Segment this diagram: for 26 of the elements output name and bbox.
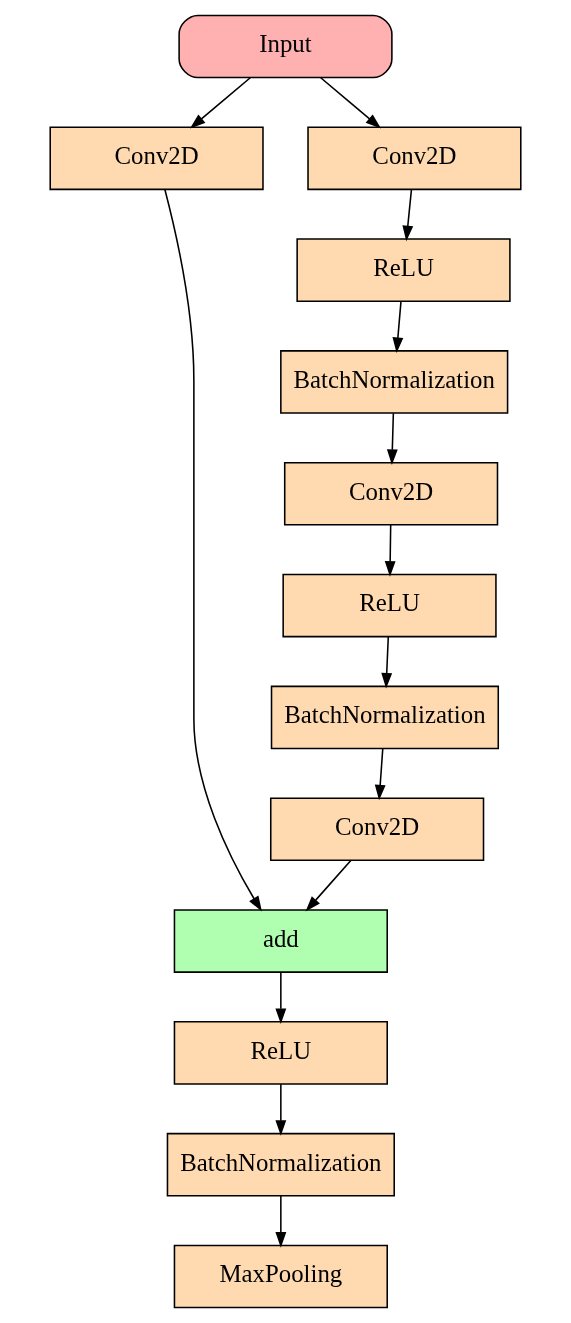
arrow — [319, 76, 382, 129]
node-box: MaxPooling — [173, 1244, 388, 1309]
arrow — [275, 1083, 287, 1136]
node-box: ReLU — [173, 1021, 388, 1085]
node-box: BatchNormalization — [166, 1132, 395, 1197]
arrow — [374, 747, 386, 801]
arrow — [384, 524, 396, 577]
arrow — [305, 859, 352, 912]
node-box: Conv2D — [283, 461, 499, 526]
arrow — [392, 300, 404, 354]
node-box: BatchNormalization — [270, 685, 500, 750]
arrow — [381, 636, 393, 689]
arrow — [189, 76, 252, 129]
arrow — [402, 188, 414, 242]
arrow — [386, 412, 398, 465]
arrow — [164, 188, 262, 912]
node-box: BatchNormalization — [280, 350, 509, 414]
arrow — [275, 971, 287, 1024]
node-box: Conv2D — [307, 126, 522, 191]
node-box: Conv2D — [49, 126, 264, 191]
node-box: Conv2D — [269, 797, 485, 862]
node-box: add — [173, 909, 388, 973]
node-box: ReLU — [282, 573, 497, 638]
arrow — [275, 1195, 287, 1248]
node-box: ReLU — [296, 238, 511, 302]
node-box: Input — [178, 14, 393, 79]
